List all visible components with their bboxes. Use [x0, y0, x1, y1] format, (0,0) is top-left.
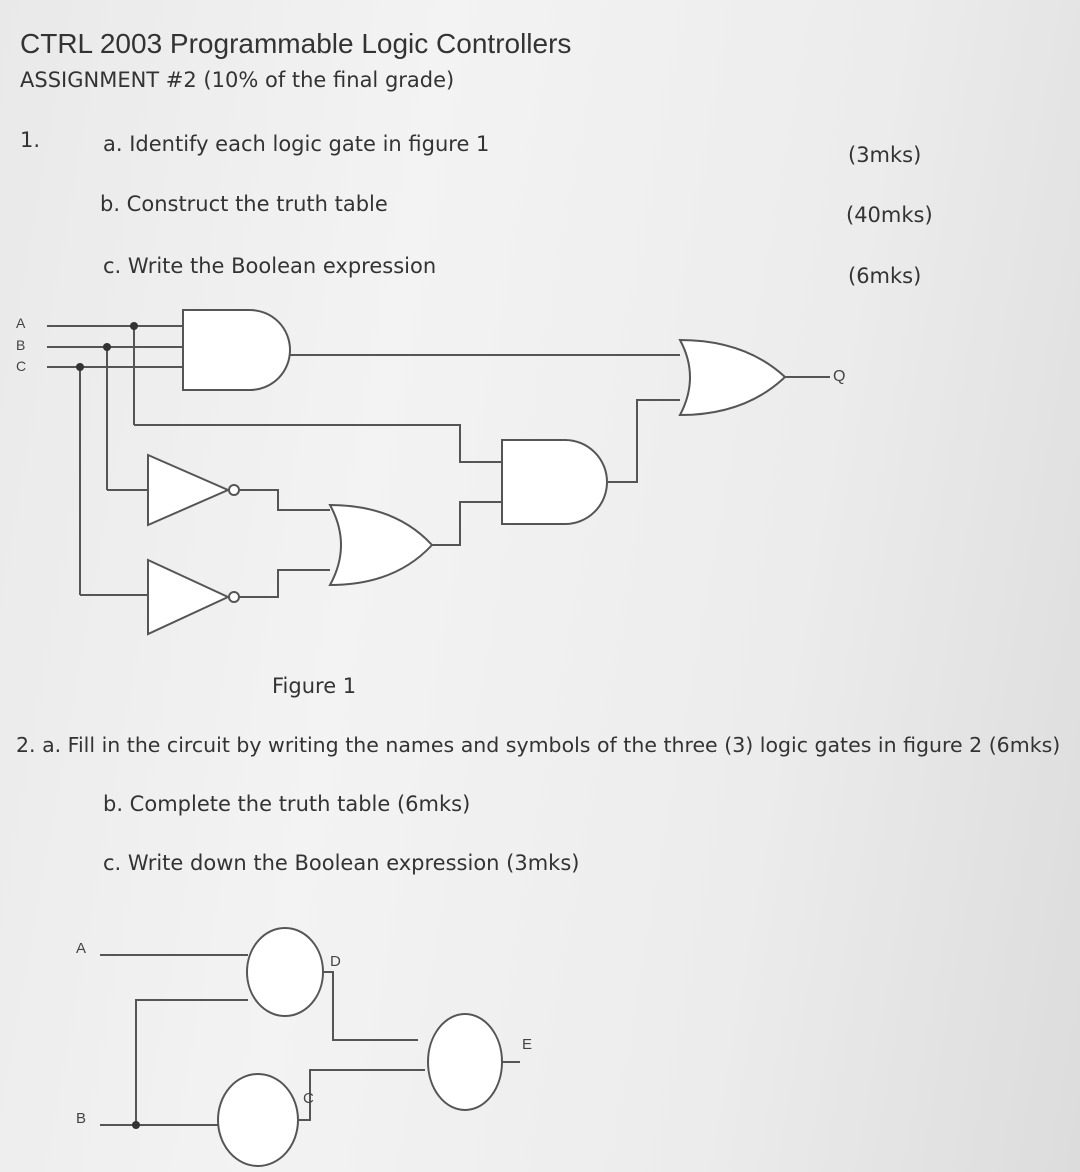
fig1-output-q: Q	[833, 368, 846, 385]
fig1-input-b: B	[16, 337, 26, 353]
blank-gate-d	[246, 927, 324, 1017]
fig2-input-a: A	[76, 940, 87, 957]
q2-part-b: b. Complete the truth table (6mks)	[103, 792, 471, 816]
page-title: CTRL 2003 Programmable Logic Controllers	[20, 28, 572, 59]
and-gate-2	[501, 439, 608, 525]
fig2-input-b: B	[76, 1110, 87, 1127]
fig2-node-c: C	[303, 1090, 314, 1107]
not-gate-1	[147, 453, 231, 527]
assignment-subtitle: ASSIGNMENT #2 (10% of the final grade)	[20, 68, 455, 92]
figure1-circuit	[47, 309, 830, 636]
q1-part-b: b. Construct the truth table	[100, 192, 388, 216]
fig1-input-c: C	[16, 358, 27, 374]
fig1-input-a: A	[16, 315, 26, 331]
or-gate-1	[328, 503, 434, 587]
blank-gate-e	[427, 1013, 503, 1111]
q1-part-b-marks: (40mks)	[846, 203, 933, 227]
figure1-caption: Figure 1	[272, 674, 357, 698]
not-gate-2	[147, 558, 231, 636]
q2-part-c: c. Write down the Boolean expression (3m…	[103, 851, 580, 875]
q1-part-c: c. Write the Boolean expression	[103, 254, 437, 278]
blank-gate-c	[217, 1073, 299, 1167]
and-gate-1	[182, 309, 291, 391]
q1-number: 1.	[20, 128, 41, 152]
q2-part-a: 2. a. Fill in the circuit by writing the…	[16, 733, 1061, 757]
or-gate-output	[678, 338, 787, 417]
fig2-node-d: D	[330, 953, 341, 970]
fig2-node-e: E	[522, 1036, 533, 1053]
q1-part-c-marks: (6mks)	[848, 264, 922, 288]
q1-part-a: a. Identify each logic gate in figure 1	[103, 132, 490, 156]
q1-part-a-marks: (3mks)	[848, 143, 922, 167]
